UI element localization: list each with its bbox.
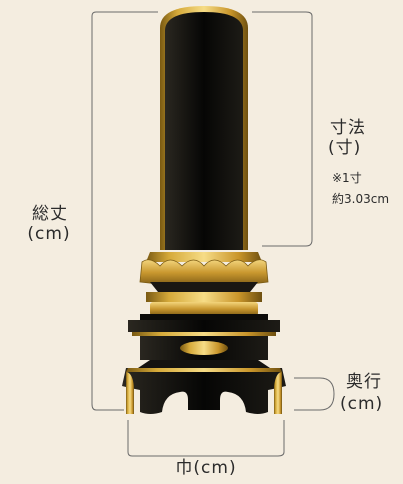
size-unit: (寸) [328, 138, 362, 158]
stand [122, 368, 286, 414]
depth-label: 奥行 [346, 372, 382, 392]
depth-bracket [294, 377, 335, 411]
note-line-2: 約3.03cm [332, 192, 390, 206]
middle-tier [128, 320, 280, 368]
tablet-board [160, 6, 248, 250]
width-label: 巾(cm) [175, 458, 237, 478]
note-line-1: ※1寸 [332, 171, 362, 185]
total-height-label: 総丈 [32, 204, 68, 224]
width-bracket [127, 420, 285, 457]
dimension-lines [91, 11, 335, 457]
size-bracket [252, 11, 313, 247]
total-height-bracket [91, 11, 158, 411]
lotus-base [139, 252, 269, 292]
size-label: 寸法 [330, 118, 366, 138]
total-height-unit: (cm) [27, 224, 71, 244]
gold-band [140, 292, 268, 320]
depth-unit: (cm) [340, 394, 384, 414]
